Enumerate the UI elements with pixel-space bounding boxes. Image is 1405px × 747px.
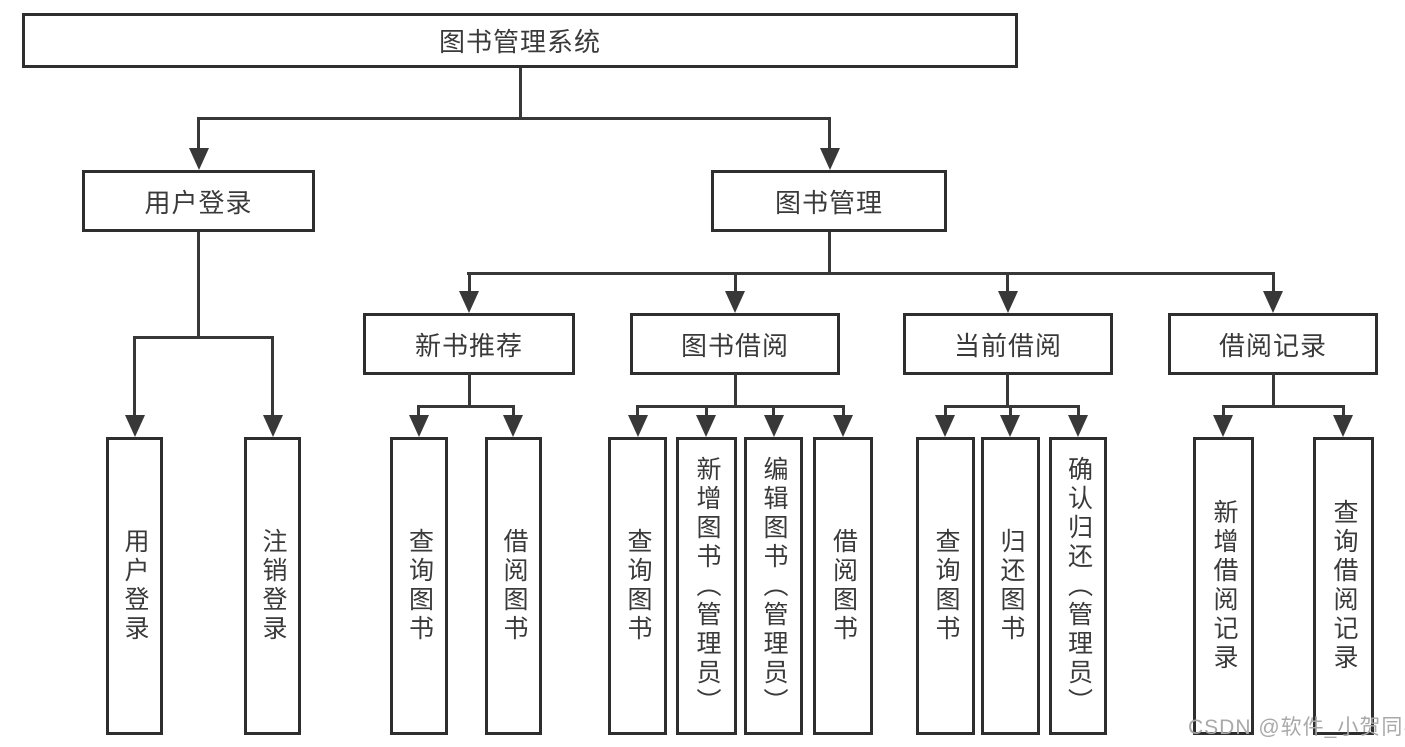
connector-vline — [734, 373, 737, 407]
connector-vline — [944, 405, 947, 417]
connector-vline — [512, 405, 515, 417]
node-leaf-user-login: 用户登录 — [106, 437, 163, 735]
connector-vline — [417, 405, 420, 417]
arrowhead-icon — [459, 291, 479, 313]
node-leaf-add-borrow-record: 新增借阅记录 — [1193, 437, 1254, 735]
node-new-book-recommendation: 新书推荐 — [363, 313, 575, 375]
node-leaf-query-books-current: 查询图书 — [916, 437, 975, 735]
arrowhead-icon — [503, 415, 523, 437]
arrowhead-icon — [125, 415, 145, 437]
connector-vline — [197, 117, 200, 149]
arrowhead-icon — [764, 415, 784, 437]
node-leaf-return-books: 归还图书 — [981, 437, 1040, 735]
node-book-management: 图书管理 — [711, 170, 947, 232]
node-leaf-confirm-return-admin: 确认归还（管理员） — [1049, 437, 1107, 735]
arrowhead-icon — [998, 291, 1018, 313]
arrowhead-icon — [189, 148, 209, 170]
connector-vline — [828, 232, 831, 273]
connector-vline — [1009, 405, 1012, 417]
arrowhead-icon — [628, 415, 648, 437]
node-current-borrowing: 当前借阅 — [903, 313, 1113, 375]
connector-vline — [1272, 272, 1275, 292]
connector-hline — [1222, 405, 1345, 408]
connector-vline — [828, 117, 831, 149]
arrowhead-icon — [1000, 415, 1020, 437]
arrowhead-icon — [1333, 415, 1353, 437]
arrowhead-icon — [263, 415, 283, 437]
arrowhead-icon — [725, 291, 745, 313]
connector-vline — [519, 68, 522, 118]
connector-vline — [1342, 405, 1345, 417]
arrowhead-icon — [1068, 415, 1088, 437]
connector-vline — [636, 405, 639, 417]
connector-vline — [1077, 405, 1080, 417]
node-leaf-add-books-admin: 新增图书（管理员） — [676, 437, 737, 735]
node-leaf-edit-books-admin: 编辑图书（管理员） — [744, 437, 803, 735]
arrowhead-icon — [1213, 415, 1233, 437]
arrowhead-icon — [1263, 291, 1283, 313]
connector-vline — [1006, 373, 1009, 407]
connector-vline — [1006, 272, 1009, 292]
connector-hline — [944, 405, 1080, 408]
node-leaf-query-borrow-record: 查询借阅记录 — [1313, 437, 1374, 735]
node-leaf-borrow-books: 借阅图书 — [813, 437, 873, 735]
connector-hline — [197, 117, 831, 120]
node-leaf-query-books-recommend: 查询图书 — [390, 437, 448, 735]
node-leaf-query-books-borrow: 查询图书 — [608, 437, 667, 735]
connector-vline — [468, 373, 471, 407]
connector-vline — [772, 405, 775, 417]
connector-vline — [197, 232, 200, 336]
connector-hline — [467, 272, 1275, 275]
connector-vline — [734, 272, 737, 292]
connector-vline — [705, 405, 708, 417]
node-leaf-logout: 注销登录 — [244, 437, 301, 735]
connector-hline — [133, 336, 274, 339]
arrowhead-icon — [935, 415, 955, 437]
connector-vline — [271, 336, 274, 415]
arrowhead-icon — [409, 415, 429, 437]
connector-hline — [636, 405, 845, 408]
connector-vline — [133, 336, 136, 415]
watermark-text: CSDN @软件_小贺同学 — [1188, 716, 1405, 739]
connector-vline — [1272, 373, 1275, 407]
connector-vline — [468, 272, 471, 292]
connector-vline — [842, 405, 845, 417]
arrowhead-icon — [833, 415, 853, 437]
arrowhead-icon — [696, 415, 716, 437]
arrowhead-icon — [820, 148, 840, 170]
node-book-borrowing: 图书借阅 — [630, 313, 840, 375]
node-user-login: 用户登录 — [82, 170, 315, 232]
connector-hline — [417, 405, 515, 408]
node-leaf-borrow-books-recommend: 借阅图书 — [485, 437, 542, 735]
connector-vline — [1222, 405, 1225, 417]
node-borrowing-records: 借阅记录 — [1168, 313, 1378, 375]
node-root: 图书管理系统 — [22, 13, 1018, 68]
